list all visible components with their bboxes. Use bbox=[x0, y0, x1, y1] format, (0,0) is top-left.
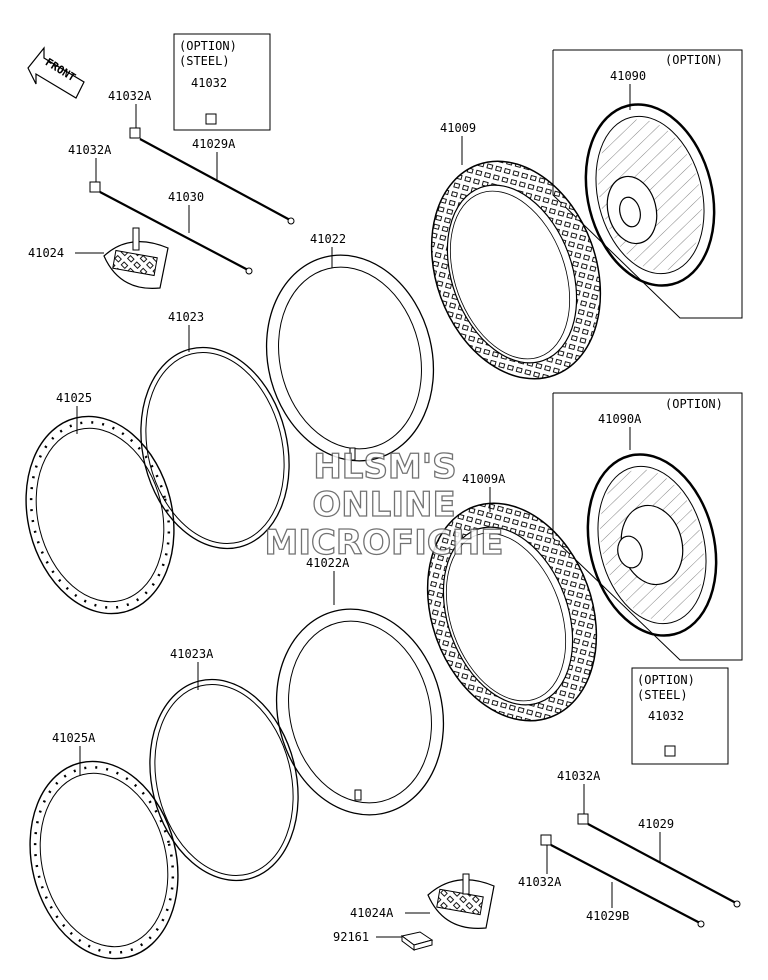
leader-lines bbox=[75, 104, 661, 938]
label-41009: 41009 bbox=[440, 121, 476, 135]
spoked-wheel-icon bbox=[584, 103, 716, 287]
rim-lock-41024 bbox=[103, 227, 169, 289]
label-41032A: 41032A bbox=[557, 769, 601, 783]
part-number: 41090 bbox=[610, 69, 646, 83]
label-41022A: 41022A bbox=[306, 556, 350, 570]
label-41024A: 41024A bbox=[350, 906, 394, 920]
option-box-steel-top: (OPTION) (STEEL) 41032 bbox=[173, 33, 271, 131]
rim-band-41023A bbox=[149, 678, 299, 882]
option-box-wheel-front: (OPTION) 41090 bbox=[552, 49, 743, 319]
spoke-41029B bbox=[540, 834, 705, 928]
option-label: (OPTION) bbox=[637, 673, 695, 687]
tire-41009A bbox=[426, 502, 598, 722]
label-41032A: 41032A bbox=[108, 89, 152, 103]
label-41032A: 41032A bbox=[518, 875, 562, 889]
label-41009A: 41009A bbox=[462, 472, 506, 486]
watermark: HLSM'S ONLINE MICROFICHE bbox=[264, 446, 504, 563]
spoked-wheel-icon bbox=[586, 453, 718, 637]
label-41025A: 41025A bbox=[52, 731, 96, 745]
part-number: 41032 bbox=[191, 76, 227, 90]
nut-92161 bbox=[400, 931, 434, 951]
inner-tube-41022A bbox=[275, 608, 445, 816]
spoke-41029A bbox=[129, 127, 295, 225]
label-41029A: 41029A bbox=[192, 137, 236, 151]
spoke-41029 bbox=[577, 813, 741, 908]
label-41030: 41030 bbox=[168, 190, 204, 204]
front-arrow-icon: FRONT bbox=[27, 46, 85, 99]
label-41022: 41022 bbox=[310, 232, 346, 246]
label-41029B: 41029B bbox=[586, 909, 629, 923]
rim-41025A bbox=[29, 760, 179, 960]
watermark-line-1: HLSM'S bbox=[313, 447, 456, 487]
inner-tube-41022 bbox=[265, 254, 435, 462]
watermark-line-2: ONLINE bbox=[312, 485, 455, 525]
watermark-line-3: MICROFICHE bbox=[264, 523, 503, 563]
label-41025: 41025 bbox=[56, 391, 92, 405]
tire-41009 bbox=[430, 160, 602, 380]
label-41023A: 41023A bbox=[170, 647, 214, 661]
steel-label: (STEEL) bbox=[179, 54, 230, 68]
label-41029: 41029 bbox=[638, 817, 674, 831]
option-label: (OPTION) bbox=[179, 39, 237, 53]
valve-cap-icon bbox=[664, 745, 676, 757]
option-box-wheel-rear: (OPTION) 41090A bbox=[552, 392, 743, 661]
label-41024: 41024 bbox=[28, 246, 64, 260]
rim-lock-41024A bbox=[427, 873, 495, 929]
label-92161: 92161 bbox=[333, 930, 369, 944]
option-label: (OPTION) bbox=[665, 53, 723, 67]
steel-label: (STEEL) bbox=[637, 688, 688, 702]
spoke-41030 bbox=[89, 181, 253, 275]
label-41032A: 41032A bbox=[68, 143, 112, 157]
rim-band-41023 bbox=[140, 346, 290, 550]
part-number: 41090A bbox=[598, 412, 642, 426]
label-41023: 41023 bbox=[168, 310, 204, 324]
part-labels: 41032A 41029A 41032A 41030 41024 41009 4… bbox=[28, 89, 674, 944]
option-box-steel-bottom: (OPTION) (STEEL) 41032 bbox=[631, 667, 729, 765]
valve-cap-icon bbox=[205, 113, 217, 125]
option-label: (OPTION) bbox=[665, 397, 723, 411]
rim-41025 bbox=[25, 415, 175, 615]
part-number: 41032 bbox=[648, 709, 684, 723]
